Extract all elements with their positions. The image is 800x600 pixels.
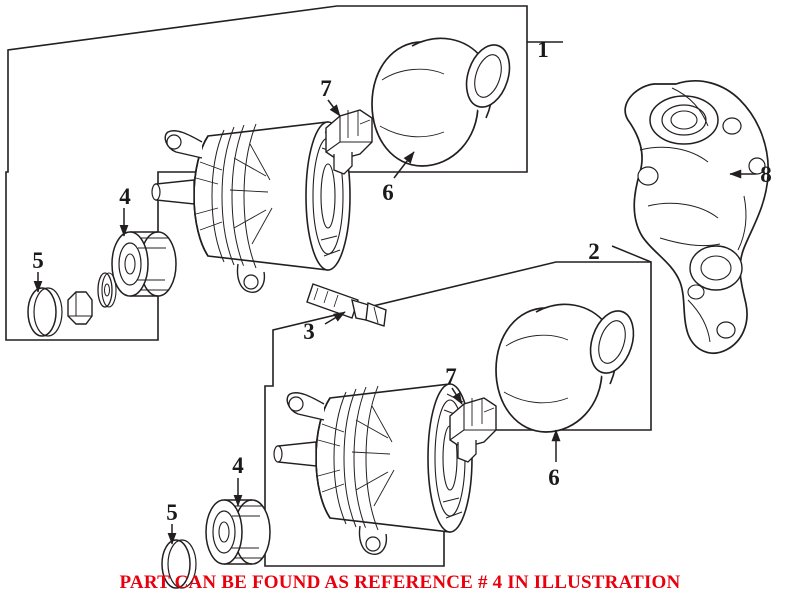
callout-4-lower: 4 xyxy=(232,453,244,478)
callout-5-upper: 5 xyxy=(32,248,44,273)
leader-7b xyxy=(451,387,463,405)
nut-upper xyxy=(67,291,93,325)
leader-7a xyxy=(327,99,341,117)
callout-7-upper: 7 xyxy=(320,76,332,101)
callout-2: 2 xyxy=(588,239,600,264)
callout-4-upper: 4 xyxy=(119,184,131,209)
leader-lines xyxy=(33,41,756,545)
reference-note: PART CAN BE FOUND AS REFERENCE # 4 IN IL… xyxy=(119,572,681,593)
cap-ring-upper xyxy=(27,287,63,337)
leader-2 xyxy=(611,245,652,263)
alternator-upper xyxy=(151,121,351,294)
callout-3: 3 xyxy=(303,319,315,344)
group-box-2 xyxy=(264,261,652,567)
callout-labels: 1 2 3 4 4 5 5 6 6 7 7 8 xyxy=(32,37,772,525)
alternator-lower xyxy=(273,383,473,556)
callout-6-lower: 6 xyxy=(548,465,560,490)
steering-knuckle xyxy=(624,80,770,354)
group-box-1 xyxy=(5,5,528,341)
cover-upper xyxy=(371,37,518,167)
cover-lower xyxy=(495,303,642,433)
callout-5-lower: 5 xyxy=(166,500,178,525)
leader-6a xyxy=(393,151,415,179)
pulley-upper xyxy=(111,231,177,297)
leader-3 xyxy=(324,311,346,325)
callout-6-upper: 6 xyxy=(382,180,394,205)
washer-upper xyxy=(97,272,117,308)
pulley-lower xyxy=(205,499,271,565)
bolt xyxy=(306,283,387,327)
callout-8: 8 xyxy=(760,162,772,187)
callout-7-lower: 7 xyxy=(445,364,457,389)
callout-1: 1 xyxy=(537,37,549,62)
